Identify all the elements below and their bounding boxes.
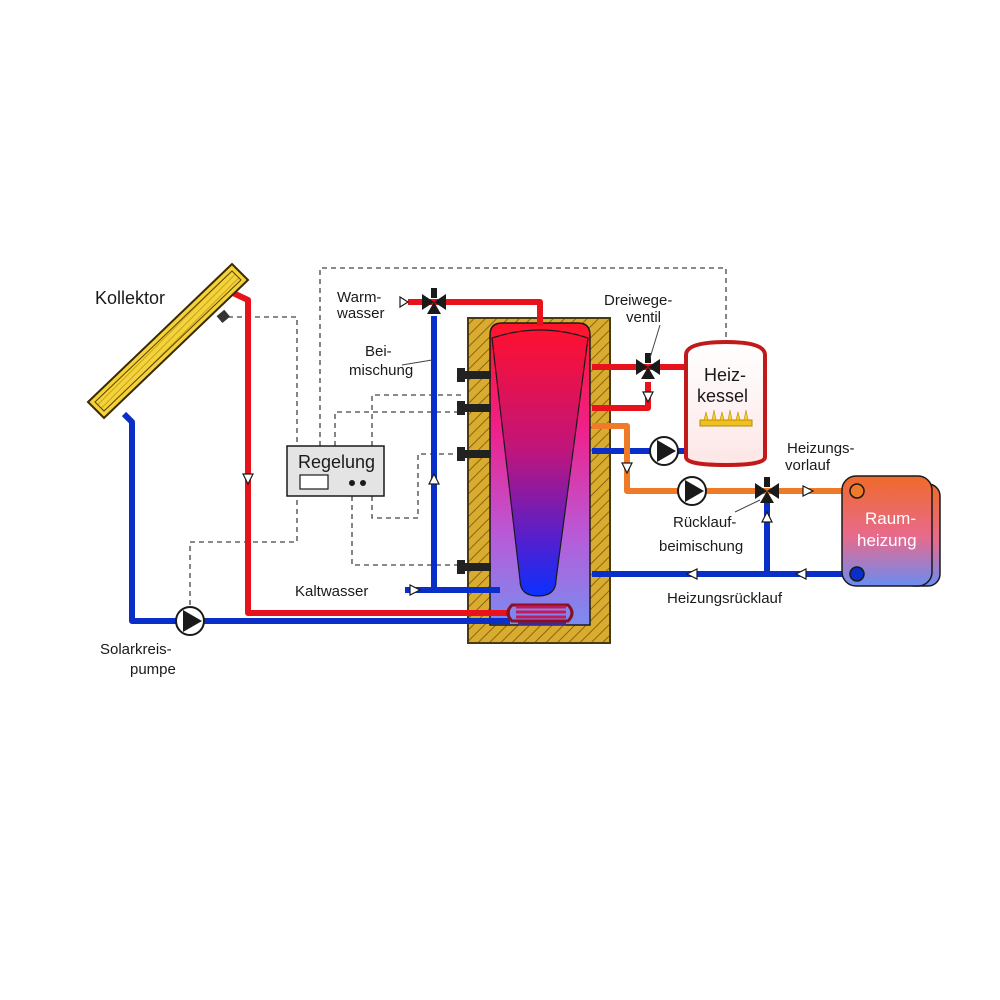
label-beimischung-1: Bei-: [365, 343, 392, 360]
hot-water-pipe: [408, 299, 543, 326]
label-kollektor: Kollektor: [95, 288, 165, 308]
label-warmwasser-1: Warm-: [337, 289, 381, 306]
heating-pump-icon: [677, 476, 707, 506]
three-way-valve-icon: [636, 353, 660, 379]
label-heizungsvorlauf-2: vorlauf: [785, 457, 831, 474]
label-raumheizung-2: heizung: [857, 531, 917, 550]
solar-pump-icon: [175, 606, 205, 636]
heating-boiler: [684, 339, 767, 468]
label-dreiwegeventil-2: ventil: [626, 309, 661, 326]
label-kaltwasser: Kaltwasser: [295, 583, 368, 600]
label-solarkreispumpe-2: pumpe: [130, 661, 176, 678]
label-heizungsruecklauf: Heizungsrücklauf: [667, 590, 783, 607]
label-beimischung-2: mischung: [349, 362, 413, 379]
boiler-loop-pipe: [592, 382, 651, 411]
controller-button: [349, 480, 355, 486]
solar-return-pipe: [121, 411, 510, 624]
stratification-cone: [491, 329, 589, 597]
controller-button: [360, 480, 366, 486]
solar-flow-pipe: [229, 289, 510, 616]
flame-icon: [703, 409, 749, 421]
leader-line: [734, 499, 761, 513]
label-heizkessel-1: Heiz-: [704, 365, 746, 385]
label-heizkessel-2: kessel: [697, 386, 748, 406]
controller-display: [299, 474, 329, 490]
label-ruecklaufbeimischung-2: beimischung: [659, 538, 743, 555]
label-solarkreispumpe-1: Solarkreis-: [100, 641, 172, 658]
controller: [286, 445, 385, 497]
boiler-pump-icon: [649, 436, 679, 466]
heating-flow-pipe: [592, 423, 850, 494]
solar-coil: [506, 603, 574, 626]
mixing-valve-icon: [422, 288, 446, 314]
label-raumheizung-1: Raum-: [865, 509, 916, 528]
return-mixing-valve-icon: [755, 477, 779, 503]
burner-flames: [699, 419, 753, 427]
label-ruecklaufbeimischung-1: Rücklauf-: [673, 514, 736, 531]
solar-collector: [86, 262, 250, 420]
leader-line: [401, 359, 433, 366]
collector-sensor: [216, 309, 231, 324]
label-regelung: Regelung: [298, 452, 375, 472]
label-dreiwegeventil-1: Dreiwege-: [604, 292, 672, 309]
label-heizungsvorlauf-1: Heizungs-: [787, 440, 855, 457]
flow-arrows: [242, 295, 815, 596]
storage-tank: [467, 317, 611, 644]
label-warmwasser-2: wasser: [336, 305, 385, 322]
leader-line: [649, 324, 661, 359]
radiator: [841, 475, 941, 587]
tank-sensors: [457, 368, 491, 574]
